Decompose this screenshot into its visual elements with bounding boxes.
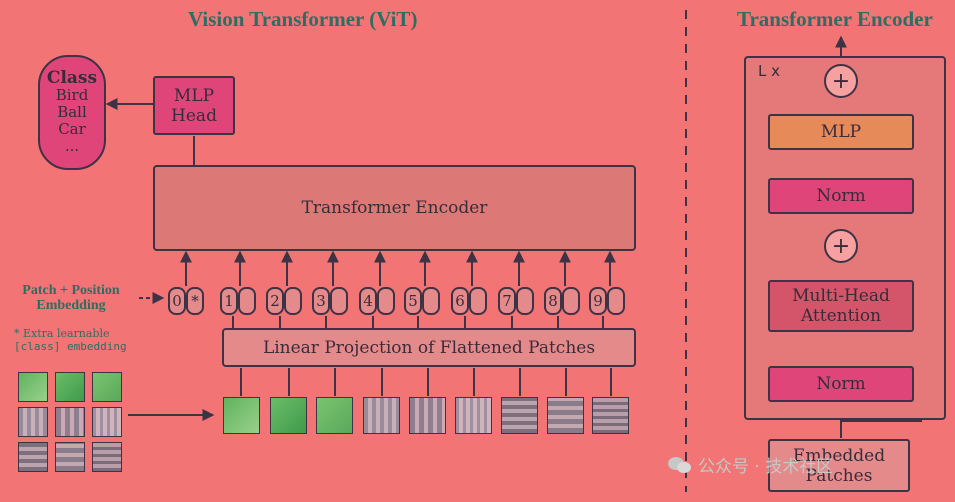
watermark-text: 公众号 · 技术社区 xyxy=(698,457,834,477)
encoder-label: Transformer Encoder xyxy=(301,198,488,218)
wechat-icon xyxy=(668,455,692,475)
image-patch xyxy=(55,442,85,472)
embedded-label: Embedded xyxy=(792,445,886,466)
mlp-head-box: MLP Head xyxy=(153,76,235,135)
linear-projection-label: Linear Projection of Flattened Patches xyxy=(262,337,596,358)
watermark: 公众号 · 技术社区 xyxy=(668,452,833,477)
token-index: 2 xyxy=(266,287,284,315)
transformer-encoder-box: Transformer Encoder xyxy=(153,165,636,251)
flattened-patch xyxy=(455,397,492,434)
token-index: 7 xyxy=(498,287,516,315)
note-line: [class] embedding xyxy=(14,340,127,353)
mlp-block: MLP xyxy=(768,114,914,150)
image-patch xyxy=(55,407,85,437)
patch-position-line: Patch + Position xyxy=(22,283,120,298)
multi-head-attention-block: Multi-Head Attention xyxy=(768,280,914,332)
vit-title: Vision Transformer (ViT) xyxy=(188,7,418,31)
flattened-patch xyxy=(547,397,584,434)
token-index: 1 xyxy=(220,287,238,315)
image-patch xyxy=(92,372,122,402)
token-embedding xyxy=(516,287,534,315)
mlp-block-label: MLP xyxy=(820,122,862,142)
norm-block-bottom: Norm xyxy=(768,366,914,402)
token-embedding xyxy=(284,287,302,315)
token-index: 8 xyxy=(544,287,562,315)
image-patch xyxy=(18,407,48,437)
class-token-mark: * xyxy=(186,287,204,315)
norm-block-top: Norm xyxy=(768,178,914,214)
image-patch xyxy=(92,407,122,437)
flattened-patch xyxy=(409,397,446,434)
token-index: 6 xyxy=(451,287,469,315)
class-header: Class xyxy=(46,68,98,88)
class-item: Ball xyxy=(57,103,87,121)
token-embedding xyxy=(377,287,395,315)
embedded-patches-block: Embedded Patches xyxy=(768,439,910,492)
flattened-patch xyxy=(223,397,260,434)
mha-label: Multi-Head xyxy=(792,286,890,306)
token-index: 3 xyxy=(312,287,330,315)
mlp-head-label: Head xyxy=(171,105,217,126)
norm-label: Norm xyxy=(816,374,866,394)
patch-position-label: Patch + Position Embedding xyxy=(5,283,137,313)
class-item: ... xyxy=(64,137,80,155)
token-embedding xyxy=(238,287,256,315)
flattened-patch xyxy=(363,397,400,434)
add-icon: + xyxy=(824,229,858,263)
image-patch xyxy=(92,442,122,472)
token-embedding xyxy=(422,287,440,315)
token-embedding xyxy=(562,287,580,315)
class-item: Car xyxy=(58,120,86,138)
token-index: 0 xyxy=(168,287,186,315)
mlp-head-label: MLP xyxy=(173,85,215,106)
flattened-patch xyxy=(316,397,353,434)
flattened-patch xyxy=(270,397,307,434)
patch-position-line: Embedding xyxy=(36,298,106,313)
token-index: 5 xyxy=(404,287,422,315)
token-index: 9 xyxy=(589,287,607,315)
norm-label: Norm xyxy=(816,186,866,206)
flattened-patch xyxy=(501,397,538,434)
flattened-patch xyxy=(592,397,629,434)
image-patch xyxy=(18,442,48,472)
embedded-label: Patches xyxy=(805,465,873,486)
token-embedding xyxy=(607,287,625,315)
token-embedding xyxy=(469,287,487,315)
image-patch xyxy=(18,372,48,402)
extra-learnable-note: * Extra learnable [class] embedding xyxy=(14,327,127,353)
token-index: 4 xyxy=(359,287,377,315)
mha-label: Attention xyxy=(800,306,882,326)
note-line: * Extra learnable xyxy=(14,327,110,340)
add-icon: + xyxy=(824,64,858,98)
image-patch xyxy=(55,372,85,402)
token-embedding xyxy=(330,287,348,315)
linear-projection-box: Linear Projection of Flattened Patches xyxy=(222,328,636,367)
class-output-box: Class Bird Ball Car ... xyxy=(38,55,106,170)
repeat-label: L x xyxy=(758,62,781,80)
class-item: Bird xyxy=(55,86,89,104)
encoder-detail-title: Transformer Encoder xyxy=(737,7,933,31)
